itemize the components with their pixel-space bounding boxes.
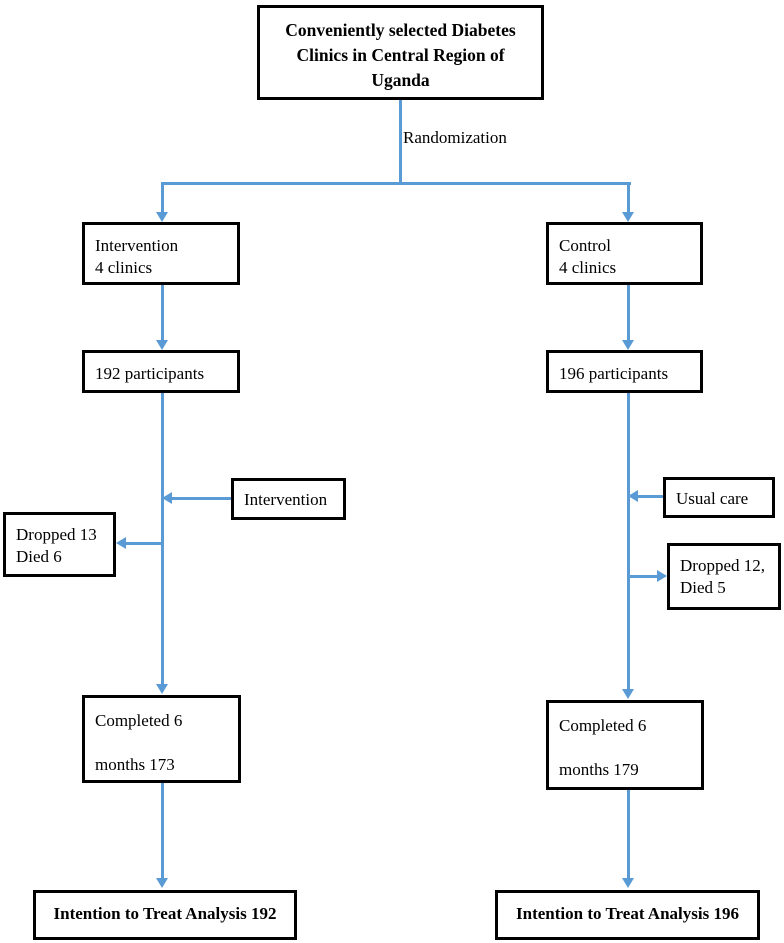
connector-control-to-analysis [627, 790, 630, 880]
connector-split-horizontal [162, 182, 631, 185]
arrow-exposure-to-control-spine [628, 490, 638, 502]
intervention-participants-text: 192 participants [95, 364, 205, 383]
control-participants-box: 196 participants [546, 350, 703, 393]
control-completed-text: Completed 6 months 179 [559, 716, 647, 779]
connector-intervention-to-analysis [161, 783, 164, 880]
intervention-allocation-text: Intervention 4 clinics [95, 236, 179, 277]
arrow-control-to-completed [622, 689, 634, 699]
intervention-completed-text: Completed 6 months 173 [95, 711, 183, 774]
arrow-split-to-intervention [156, 212, 168, 222]
connector-title-to-split [399, 100, 402, 184]
intervention-attrition-text: Dropped 13 Died 6 [16, 525, 97, 566]
control-analysis-box: Intention to Treat Analysis 196 [495, 890, 760, 940]
control-allocation-box: Control 4 clinics [546, 222, 703, 285]
arrow-intervention-to-analysis [156, 878, 168, 888]
arrow-intervention-spine-to-attrition [116, 537, 126, 549]
intervention-attrition-box: Dropped 13 Died 6 [3, 512, 116, 577]
arrow-intervention-to-completed [156, 684, 168, 694]
title-box: Conveniently selected Diabetes Clinics i… [257, 5, 544, 100]
connector-intervention-spine [161, 393, 164, 686]
connector-control-spine-to-attrition [630, 575, 657, 578]
connector-intervention-spine-to-attrition [126, 542, 162, 545]
control-exposure-text: Usual care [676, 489, 749, 508]
arrow-exposure-to-intervention-spine [162, 492, 172, 504]
connector-split-to-intervention [161, 182, 164, 215]
arrow-control-to-analysis [622, 878, 634, 888]
intervention-exposure-text: Intervention [244, 490, 328, 509]
control-attrition-text: Dropped 12, Died 5 [680, 556, 765, 597]
connector-control-to-participants [627, 285, 630, 342]
intervention-exposure-box: Intervention [231, 478, 346, 520]
control-completed-box: Completed 6 months 179 [546, 700, 704, 790]
intervention-analysis-text: Intention to Treat Analysis 192 [53, 904, 277, 923]
intervention-allocation-box: Intervention 4 clinics [82, 222, 240, 285]
control-allocation-text: Control 4 clinics [559, 236, 617, 277]
control-attrition-box: Dropped 12, Died 5 [667, 543, 781, 610]
connector-exposure-to-control-spine [638, 495, 663, 498]
arrow-split-to-control [622, 212, 634, 222]
randomization-label: Randomization [403, 128, 507, 147]
title-box-text: Conveniently selected Diabetes Clinics i… [285, 20, 516, 90]
control-participants-text: 196 participants [559, 364, 669, 383]
control-exposure-box: Usual care [663, 477, 775, 518]
intervention-analysis-box: Intention to Treat Analysis 192 [33, 890, 297, 940]
intervention-completed-box: Completed 6 months 173 [82, 695, 241, 783]
connector-split-to-control [627, 182, 630, 215]
connector-intervention-to-participants [161, 285, 164, 342]
arrow-intervention-to-participants [156, 340, 168, 350]
connector-control-spine [627, 393, 630, 691]
arrow-control-spine-to-attrition [657, 570, 667, 582]
arrow-control-to-participants [622, 340, 634, 350]
connector-exposure-to-intervention-spine [172, 497, 231, 500]
control-analysis-text: Intention to Treat Analysis 196 [516, 904, 739, 923]
intervention-participants-box: 192 participants [82, 350, 240, 393]
